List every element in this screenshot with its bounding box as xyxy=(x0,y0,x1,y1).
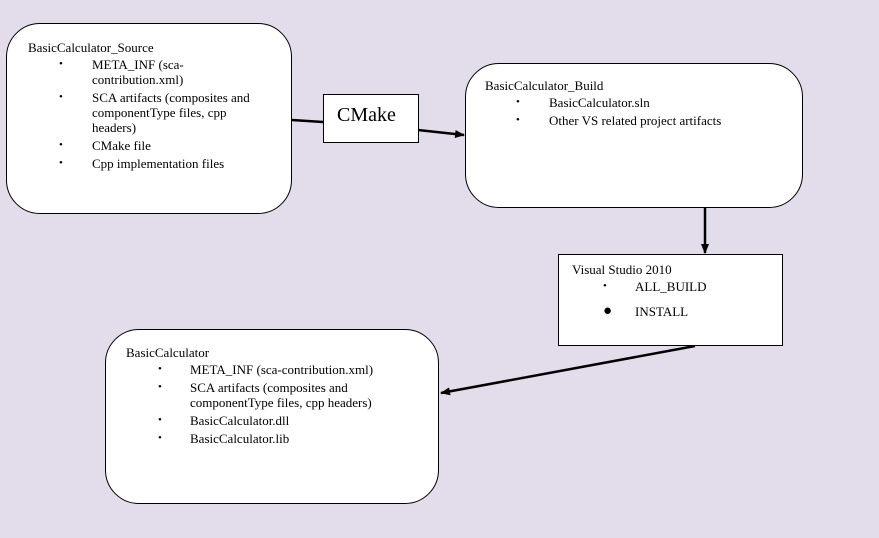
list-item: •META_INF (sca-contribution.xml) xyxy=(59,57,184,87)
build-box-title: BasicCalculator_Build xyxy=(485,78,604,93)
bullet-icon: • xyxy=(516,96,520,108)
list-item: •Other VS related project artifacts xyxy=(516,113,722,128)
source-box-list: •META_INF (sca-contribution.xml) •SCA ar… xyxy=(59,57,271,174)
output-box-title: BasicCalculator xyxy=(126,345,210,360)
visual-studio-box-list: •ALL_BUILD ●INSTALL xyxy=(603,279,773,322)
list-item: ●INSTALL xyxy=(603,303,689,320)
bullet-icon: • xyxy=(158,414,162,426)
list-item: •BasicCalculator.sln xyxy=(516,95,650,110)
bullet-icon: • xyxy=(59,91,63,103)
output-box-list: •META_INF (sca-contribution.xml) •SCA ar… xyxy=(158,362,418,449)
cmake-label: CMake xyxy=(337,104,396,126)
list-item: •SCA artifacts (composites and component… xyxy=(59,90,250,135)
cmake-to-build-arrow xyxy=(417,128,465,139)
bullet-icon: • xyxy=(59,58,63,70)
list-item: •CMake file xyxy=(59,138,151,153)
source-to-cmake-line xyxy=(291,118,324,124)
source-box: BasicCalculator_Source •META_INF (sca-co… xyxy=(6,23,292,214)
output-box: BasicCalculator •META_INF (sca-contribut… xyxy=(105,329,439,504)
vs-to-output-arrow xyxy=(440,344,696,396)
build-box: BasicCalculator_Build •BasicCalculator.s… xyxy=(465,63,803,208)
bullet-icon: ● xyxy=(603,303,613,319)
source-box-title: BasicCalculator_Source xyxy=(28,40,154,55)
bullet-icon: • xyxy=(603,280,607,292)
bullet-icon: • xyxy=(158,432,162,444)
bullet-icon: • xyxy=(516,114,520,126)
list-item: •Cpp implementation files xyxy=(59,156,225,171)
build-box-list: •BasicCalculator.sln •Other VS related p… xyxy=(516,95,786,131)
list-item: •ALL_BUILD xyxy=(603,279,707,294)
list-item: •META_INF (sca-contribution.xml) xyxy=(158,362,374,377)
visual-studio-box-title: Visual Studio 2010 xyxy=(572,262,672,277)
bullet-icon: • xyxy=(59,139,63,151)
bullet-icon: • xyxy=(158,381,162,393)
bullet-icon: • xyxy=(59,157,63,169)
cmake-box: CMake xyxy=(323,94,419,143)
bullet-icon: • xyxy=(158,363,162,375)
visual-studio-box: Visual Studio 2010 •ALL_BUILD ●INSTALL xyxy=(558,254,783,346)
list-item: •SCA artifacts (composites and component… xyxy=(158,380,372,410)
list-item: •BasicCalculator.lib xyxy=(158,431,290,446)
list-item: •BasicCalculator.dll xyxy=(158,413,290,428)
